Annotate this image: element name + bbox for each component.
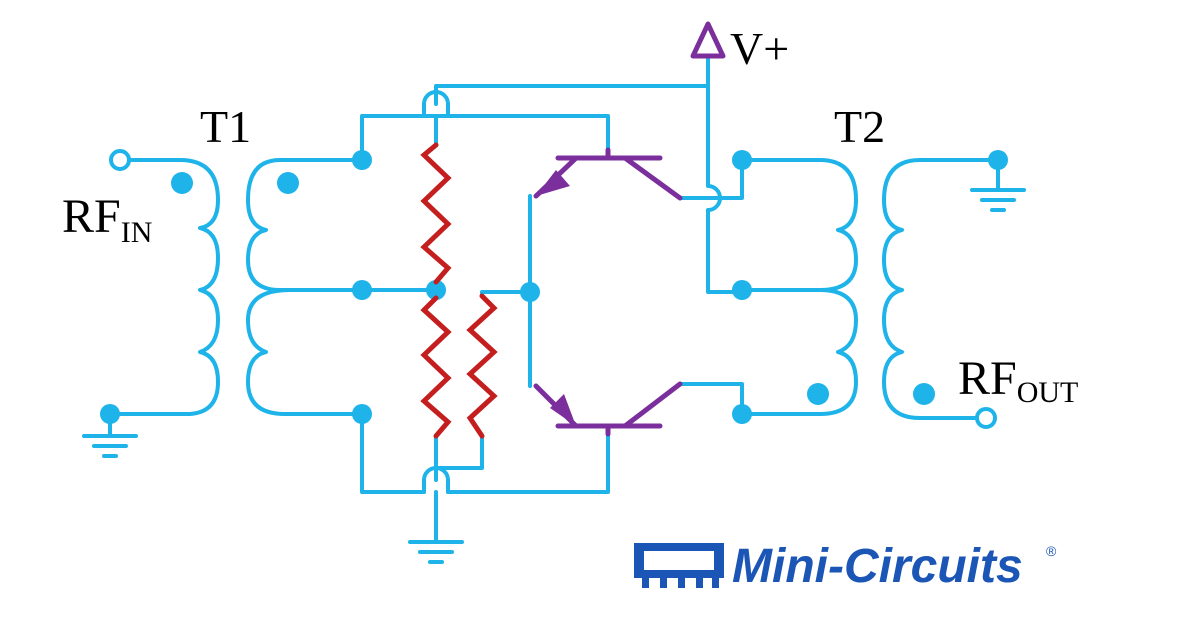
vplus-label: V+ [730,23,789,74]
dot-gnd-right [988,150,1008,170]
resistors [420,142,498,439]
t2-label: T2 [834,101,885,152]
t1-top-tap-vertical [360,114,610,162]
mini-circuits-logo: Mini-Circuits ® [634,540,1057,593]
bottom-bus-right [446,424,610,494]
dot-rfin-phase [171,172,193,194]
t2-primary-top [740,158,858,292]
junction-dots [100,150,1008,424]
dot-gnd-left [100,404,120,424]
registered-mark: ® [1046,543,1057,559]
t1-label: T1 [200,101,251,152]
dot-base-bus [520,282,540,302]
dot-t2-bottom [732,404,752,424]
rf-out-label: RFOUT [958,352,1078,409]
dot-t2-top [732,150,752,170]
rf-in-sub: IN [121,216,153,249]
dot-t1-center [352,280,372,300]
dot-t1-phase [277,172,299,194]
resistor2-bottom-lead [434,434,484,470]
q1-emitter-arrow-icon [536,170,570,196]
rf-in-terminal [109,149,131,171]
rf-in-wire [126,158,220,202]
ground-icon [970,188,1026,212]
resistor-r3 [466,293,498,439]
vplus-down [706,84,744,294]
resistor-r1 [420,142,452,285]
rf-out-sub: OUT [1017,376,1079,409]
resistor-r2 [420,295,452,439]
logo-text: Mini-Circuits [732,540,1023,593]
ground-icon [408,540,464,564]
terminals [109,149,997,429]
t1-secondary-bottom [246,288,364,416]
ground-symbols [82,188,1026,564]
rf-in-main: RF [62,190,121,243]
t1-bottom-tap-vertical [360,412,426,494]
dot-t2-phase [807,383,829,405]
t2-primary-bottom [740,288,858,416]
ground-icon [82,434,138,458]
dot-t1-bottom [352,404,372,424]
crossover-top [422,90,450,118]
q2-emitter-arrow-icon [550,394,576,426]
rf-out-main: RF [958,352,1017,405]
dot-resistor-center [426,280,446,300]
upper-collector-wire [678,158,744,200]
vplus-bus [434,56,710,106]
rf-out-terminal [975,407,997,429]
dot-rfout-phase [913,383,935,405]
t1-primary-coil [108,198,220,416]
chip-logo-icon [634,543,724,588]
dot-t1-top [352,150,372,170]
transistor-arrows [536,170,576,426]
vplus-triangle-icon [690,21,726,59]
lower-collector-wire [678,382,744,416]
rf-in-label: RFIN [62,190,152,249]
t1-secondary-top [246,158,438,292]
t2-secondary-coil [882,158,1000,420]
dot-t2-center [732,280,752,300]
